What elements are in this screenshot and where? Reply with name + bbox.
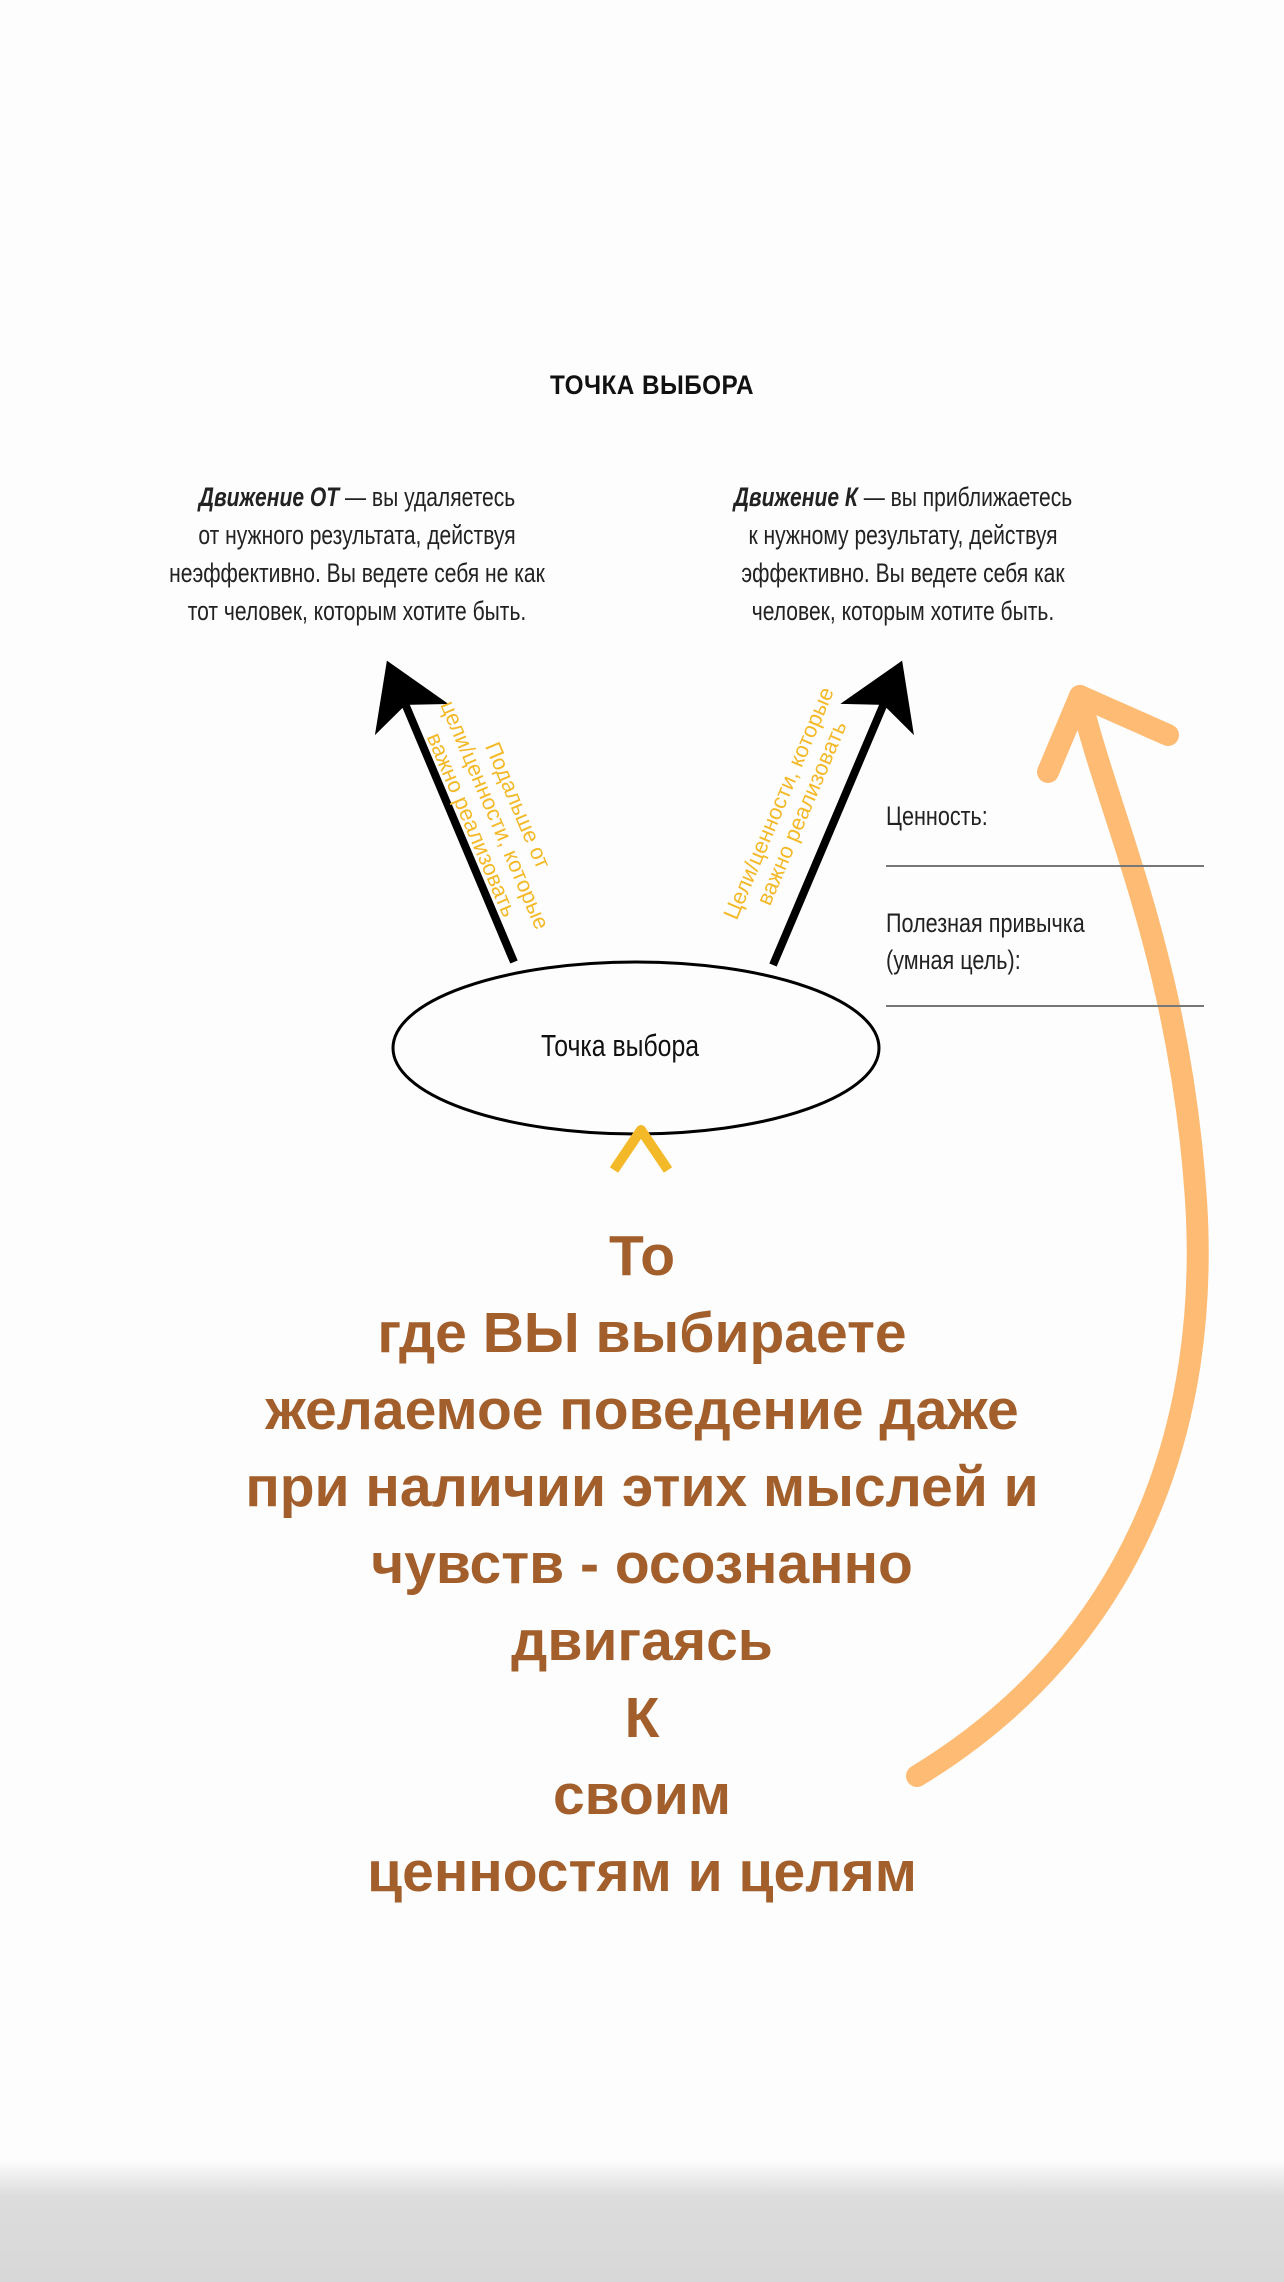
arrow-toward: [769, 660, 914, 967]
caption-line: при наличии этих мыслей и: [245, 1455, 1039, 1519]
habit-label-line: (умная цель):: [886, 945, 1021, 975]
caption-line: где ВЫ выбираете: [377, 1301, 907, 1365]
arrow-away: [374, 660, 518, 964]
caption-line: чувств - осознанно: [371, 1532, 913, 1596]
left-description: Движение ОТ — вы удаляетесь от нужного р…: [139, 478, 576, 630]
caption-line: своим: [552, 1763, 731, 1827]
caption: То где ВЫ выбираете желаемое поведение д…: [0, 1218, 1284, 1911]
right-line: человек, которым хотите быть.: [751, 596, 1055, 626]
left-line: неэффективно. Вы ведете себя не как: [169, 558, 545, 588]
hand-arrow-head-icon: [1037, 685, 1179, 783]
habit-label-line: Полезная привычка: [886, 908, 1085, 938]
right-line: к нужному результату, действуя: [748, 520, 1058, 550]
diagram-title: ТОЧКА ВЫБОРА: [549, 370, 755, 400]
left-line: от нужного результата, действуя: [198, 520, 516, 550]
right-description: Движение К — вы приближаетесь к нужному …: [685, 478, 1122, 630]
caption-line: желаемое поведение даже: [265, 1378, 1019, 1442]
caption-line: ценностям и целям: [367, 1840, 917, 1904]
hand-drawn-arrow: [906, 685, 1209, 1787]
habit-line: [886, 1005, 1204, 1007]
left-heading: Движение ОТ: [198, 482, 340, 512]
bottom-gray-band: [0, 2160, 1284, 2282]
right-heading: Движение К: [733, 482, 858, 512]
center-label: Точка выбора: [541, 1028, 700, 1063]
caption-line: двигаясь: [511, 1609, 773, 1673]
caption-line: К: [624, 1686, 660, 1750]
yellow-caret-icon: [609, 1125, 673, 1173]
right-line: — вы приближаетесь: [863, 482, 1073, 512]
value-line: [886, 865, 1204, 867]
caption-line: То: [608, 1224, 676, 1288]
habit-label: Полезная привычка (умная цель):: [886, 905, 1085, 979]
value-label: Ценность:: [886, 801, 988, 831]
left-line: — вы удаляетесь: [345, 482, 516, 512]
right-line: эффективно. Вы ведете себя как: [741, 558, 1065, 588]
left-line: тот человек, которым хотите быть.: [187, 596, 527, 626]
